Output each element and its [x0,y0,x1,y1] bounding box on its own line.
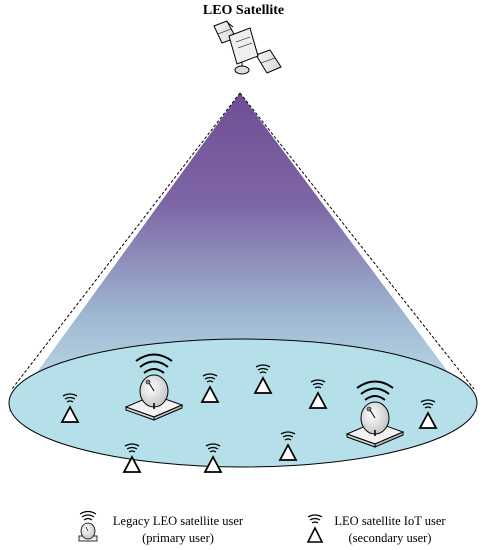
iot-user-antenna-icon [418,399,438,429]
beam-edge-left [11,92,241,390]
iot-user-antenna-icon [122,443,142,473]
primary-user-dish-1 [124,353,184,421]
satellite-beam-cone [8,93,478,412]
beam-edge-right [239,92,475,390]
coverage-area-ellipse [8,338,478,468]
legend-secondary-line2: (secondary user) [348,531,432,545]
legend-secondary-label: LEO satellite IoT user (secondary user) [325,513,455,547]
primary-user-dish-2 [345,380,405,448]
legend-primary-label: Legacy LEO satellite user (primary user) [98,513,258,547]
iot-user-antenna-icon [308,379,328,409]
legend-primary-icon [78,510,98,542]
legend-primary-line1: Legacy LEO satellite user [112,514,244,528]
satellite-title: LEO Satellite [202,3,285,18]
legend-primary-line2: (primary user) [142,531,214,545]
iot-user-antenna-icon [203,443,223,473]
iot-user-antenna-icon [200,373,220,403]
iot-user-antenna-icon [278,431,298,461]
iot-users-group [60,364,438,473]
iot-user-antenna-icon [253,364,273,394]
leo-satellite-icon [213,20,282,75]
iot-user-antenna-icon [60,393,80,423]
legend-secondary-icon [306,514,324,543]
legend-secondary-line1: LEO satellite IoT user [334,514,446,528]
